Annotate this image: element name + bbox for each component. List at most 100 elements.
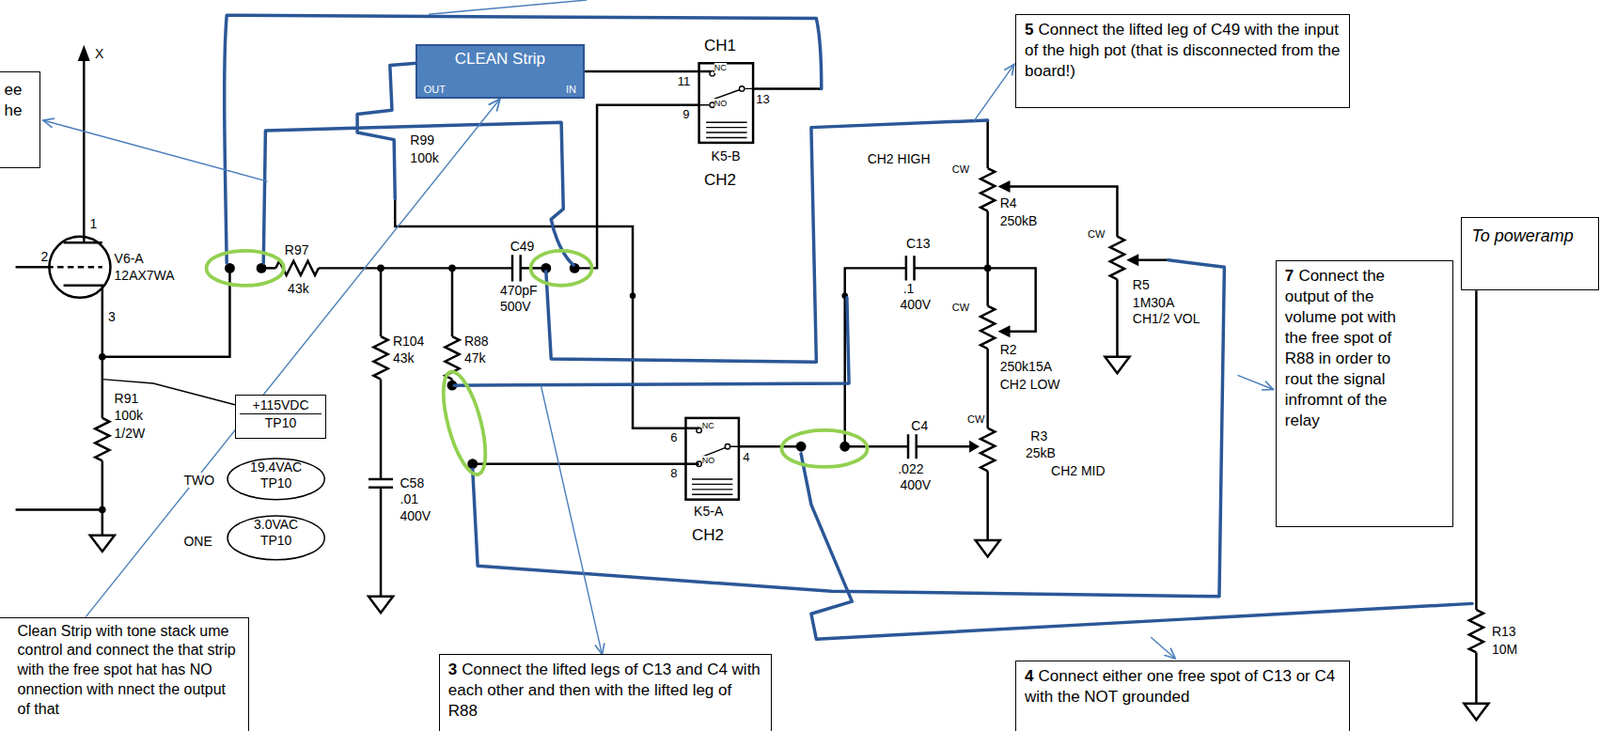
leader-line <box>540 385 602 655</box>
wire <box>980 306 995 350</box>
part-label: K5-B <box>711 148 741 164</box>
voltage-value: +115VDC <box>239 397 323 415</box>
leader-line <box>43 120 268 182</box>
part-label: 12AX7WA <box>114 267 175 283</box>
part-label: R5 <box>1132 277 1150 293</box>
wire <box>1463 704 1489 721</box>
callout-box: 7Connect the output of the volume pot wi… <box>1275 260 1454 528</box>
junction-dot <box>98 263 991 514</box>
oval-outline <box>227 516 325 561</box>
wiper-arrow <box>1126 253 1139 267</box>
tube-symbol <box>15 266 54 268</box>
relay-symbol <box>738 86 744 92</box>
tube-symbol <box>63 285 103 358</box>
note-box: ee he <box>0 71 41 169</box>
note-text: To poweramp <box>1471 225 1589 248</box>
wire <box>451 267 454 337</box>
junction-dot <box>984 265 992 273</box>
rewire <box>472 260 1225 597</box>
note-text: Clean Strip with tone stack ume control … <box>17 622 241 721</box>
part-label: 11 <box>677 75 691 90</box>
callout-text: Connect the output of the volume pot wit… <box>1285 266 1397 431</box>
wire <box>986 470 989 541</box>
relay-symbol <box>696 461 702 467</box>
part-label: 1M30A <box>1132 295 1175 311</box>
wire <box>574 105 699 269</box>
wiper-arrow <box>969 180 1139 454</box>
wire <box>752 87 822 90</box>
part-label: NC <box>702 421 715 431</box>
relay-symbol <box>691 479 733 495</box>
wire <box>102 267 231 357</box>
part-label: NO <box>702 455 716 466</box>
part-label: R13 <box>1491 624 1517 640</box>
junction-dot <box>98 506 107 515</box>
part-label: C49 <box>510 238 535 254</box>
wire <box>318 266 513 269</box>
leader-arrow <box>85 98 501 617</box>
part-label: 43k <box>287 281 310 297</box>
part-label: R104 <box>392 333 424 349</box>
part-label: K5-A <box>693 503 723 519</box>
junction-dot <box>629 292 637 299</box>
part-label: 100k <box>114 407 143 424</box>
wire <box>1115 279 1118 357</box>
wire <box>584 70 712 73</box>
part-label: R3 <box>1030 428 1048 444</box>
tube-symbol <box>78 45 91 62</box>
wire <box>738 445 801 448</box>
highlight-ring <box>205 250 867 479</box>
strip-block: CLEAN StripOUTIN <box>415 44 585 100</box>
wire <box>1104 357 1130 374</box>
part-label: TWO <box>183 472 215 488</box>
part-label: CH2 LOW <box>1000 376 1061 393</box>
wire <box>1474 290 1477 611</box>
part-label: CH2 <box>704 171 737 190</box>
part-label: 4 <box>742 451 750 466</box>
part-label: 400V <box>899 297 931 313</box>
callout-box: 3Connect the lifted legs of C13 and C4 w… <box>439 654 772 731</box>
callout-number: 7 <box>1285 266 1294 285</box>
wire <box>986 211 989 307</box>
test-point: 3.0VACTP10 <box>226 515 326 562</box>
part-label: R91 <box>114 391 140 407</box>
part-label: CH2 HIGH <box>867 151 931 167</box>
test-point-name: TP10 <box>230 475 322 492</box>
relay-symbol <box>685 418 738 501</box>
wire <box>980 168 995 212</box>
relay-symbol <box>724 444 730 450</box>
tube-symbol <box>82 52 85 243</box>
note-text: ee he <box>4 79 35 122</box>
part-label: V6-A <box>114 250 144 267</box>
wire <box>90 535 115 552</box>
test-point-name: TP10 <box>230 533 322 550</box>
part-label: X <box>94 46 104 62</box>
part-label: 10M <box>1491 642 1518 658</box>
wire <box>988 267 1036 331</box>
part-label: CW <box>967 413 985 426</box>
part-label: 400V <box>400 508 432 524</box>
part-label: 100k <box>409 150 439 166</box>
wire <box>1469 610 1484 654</box>
relay-symbol <box>705 122 747 138</box>
callout-text: Connect either one free spot of C13 or C… <box>1024 667 1335 706</box>
relay-symbol <box>685 62 753 500</box>
callout-number: 5 <box>1024 20 1034 39</box>
part-label: R4 <box>1000 195 1018 211</box>
part-label: R88 <box>464 333 489 349</box>
part-label: 1 <box>90 216 98 232</box>
wiper-arrow <box>998 325 1011 338</box>
junction-dot <box>796 441 807 453</box>
wire <box>94 418 110 462</box>
wire <box>472 462 700 465</box>
tube-symbol <box>57 266 103 268</box>
part-label: CH2 MID <box>1050 463 1106 479</box>
junction-dot <box>839 441 850 453</box>
part-label: .01 <box>400 491 419 507</box>
junction-dot <box>376 265 385 273</box>
wire <box>1134 258 1169 261</box>
part-label: ONE <box>183 533 212 550</box>
wire <box>1110 236 1125 281</box>
rewire <box>224 15 822 264</box>
port-label: OUT <box>423 83 446 95</box>
